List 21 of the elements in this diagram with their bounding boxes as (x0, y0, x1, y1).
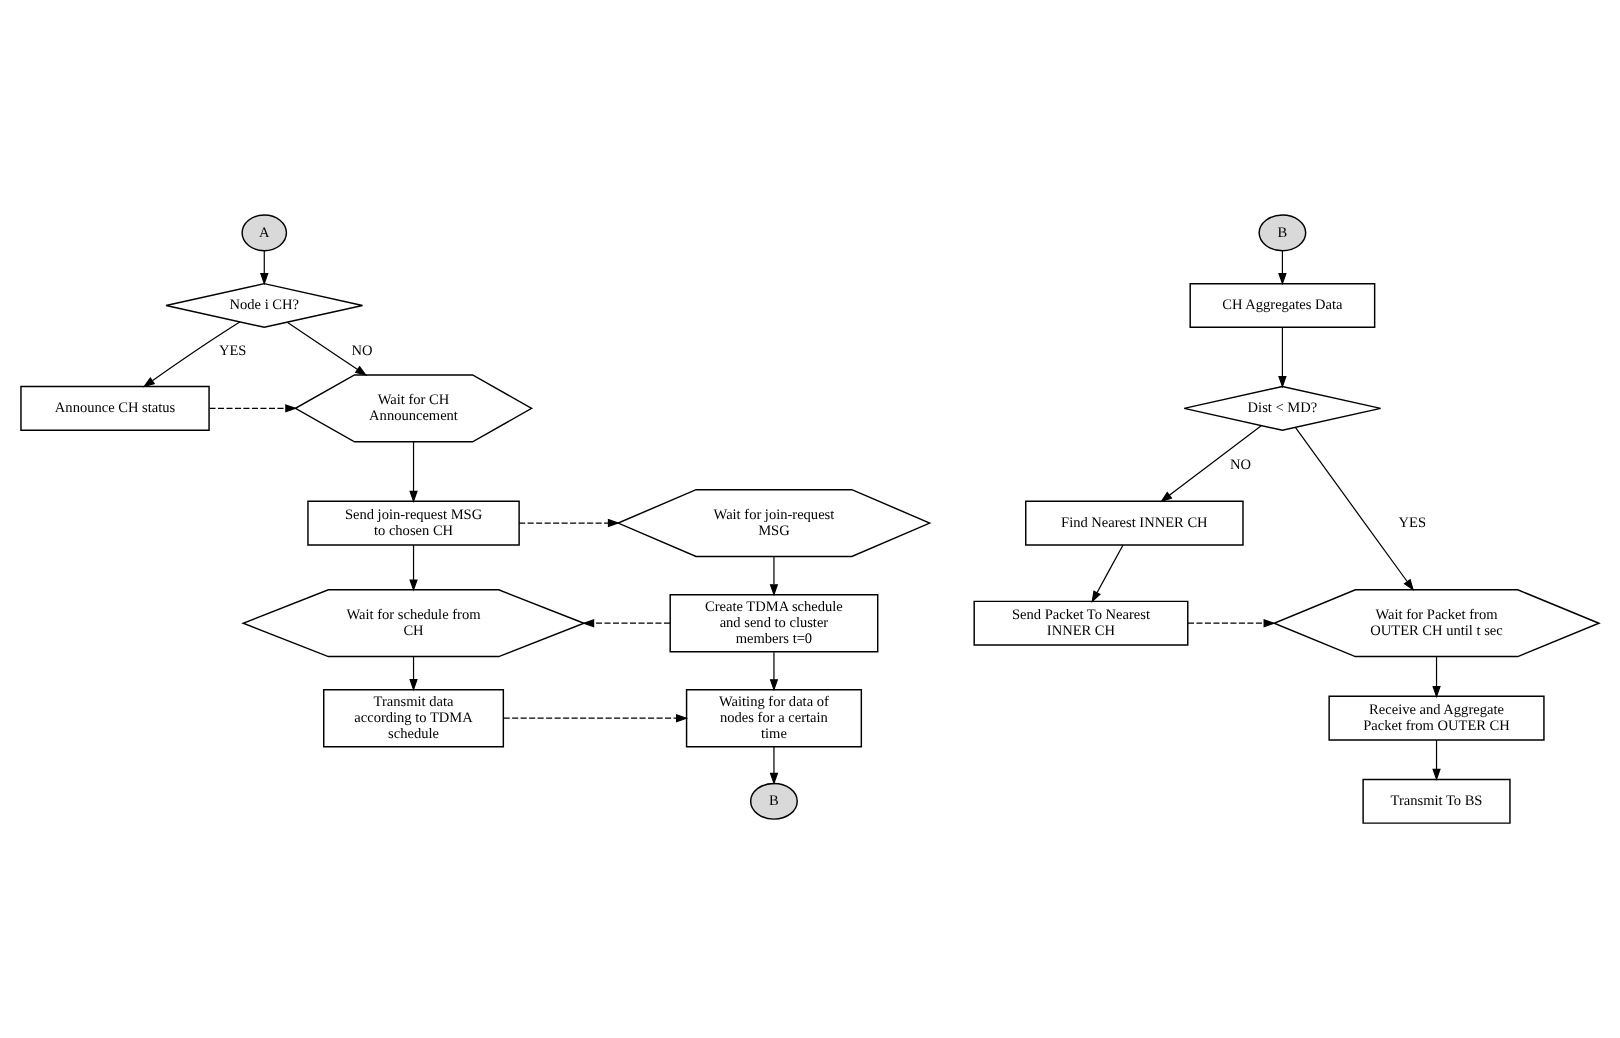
arrow (1091, 544, 1124, 603)
arrow (1432, 739, 1441, 781)
arrow (142, 321, 241, 388)
arrow (769, 556, 779, 597)
arrow (260, 250, 269, 286)
arrow (769, 746, 779, 785)
arrow (1294, 427, 1415, 592)
arrow (1278, 250, 1287, 286)
arrow (409, 441, 418, 503)
arrow (769, 651, 779, 692)
arrow (409, 544, 418, 592)
arrow (208, 404, 298, 413)
arrow (503, 713, 689, 723)
arrow (287, 321, 368, 376)
arrow (1160, 425, 1262, 503)
arrow (518, 518, 620, 528)
arrow (1432, 656, 1441, 699)
arrow (1278, 326, 1287, 389)
arrow (409, 656, 418, 692)
arrow (582, 618, 671, 628)
arrow (1187, 618, 1276, 628)
